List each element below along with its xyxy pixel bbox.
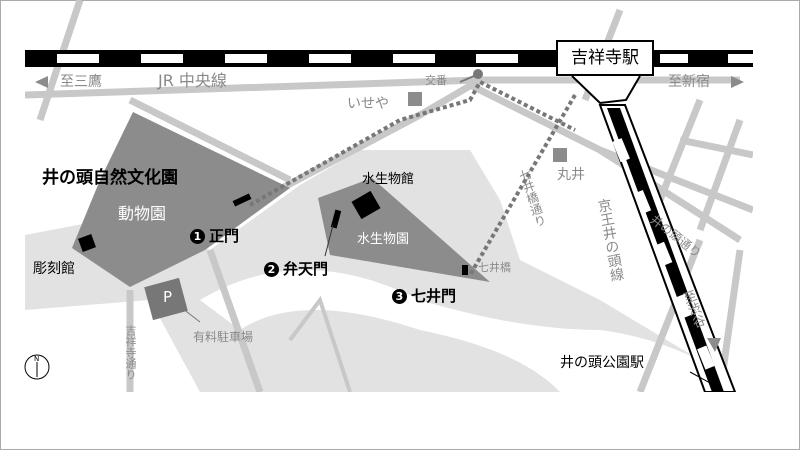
road bbox=[636, 238, 704, 392]
iseya-building bbox=[408, 92, 422, 106]
road bbox=[656, 98, 744, 232]
parking-lot bbox=[144, 277, 188, 321]
inokashira-station-label: 井の頭公園駅 bbox=[560, 355, 644, 371]
iseya-label: いせや bbox=[347, 96, 389, 112]
to-mitaka-label: 至三鷹 bbox=[60, 74, 102, 90]
lower-white bbox=[25, 300, 200, 392]
north-label: N bbox=[34, 355, 40, 363]
koban-mark bbox=[473, 69, 483, 79]
aquarium-garden-label: 水生物園 bbox=[357, 232, 410, 247]
arrow-down-icon bbox=[707, 338, 721, 352]
road bbox=[679, 136, 753, 159]
zoo-label: 動物園 bbox=[118, 204, 167, 223]
aquarium-building-mark bbox=[351, 190, 381, 220]
nanaibashi-label: 七井橋 bbox=[478, 261, 511, 274]
to-shinjuku-label: 至新宿 bbox=[668, 74, 710, 90]
marui-label: 丸井 bbox=[557, 167, 585, 183]
kichijoji-station-label: 吉祥寺駅 bbox=[556, 40, 654, 76]
zoo-area bbox=[72, 112, 290, 287]
park-name-label: 井の頭自然文化園 bbox=[42, 168, 178, 188]
walk-route bbox=[249, 79, 576, 207]
koban-label: 交番 bbox=[425, 74, 447, 87]
aquarium-building-label: 水生物館 bbox=[362, 172, 415, 187]
sculpture-building bbox=[78, 234, 96, 252]
parking-label: 有料駐車場 bbox=[193, 330, 254, 344]
marui-building bbox=[553, 148, 567, 162]
parking-symbol: P bbox=[163, 288, 173, 306]
road bbox=[288, 295, 352, 392]
sculpture-hall-label: 彫刻館 bbox=[33, 261, 75, 277]
arrow-right-icon bbox=[731, 76, 744, 88]
road bbox=[206, 248, 264, 392]
arrow-left-icon bbox=[35, 76, 48, 88]
pond-area bbox=[200, 270, 753, 392]
road bbox=[128, 96, 292, 184]
jr-line-label: JR 中央線 bbox=[158, 71, 227, 90]
kichijoji-dori-label: 吉祥寺通り bbox=[124, 325, 137, 380]
